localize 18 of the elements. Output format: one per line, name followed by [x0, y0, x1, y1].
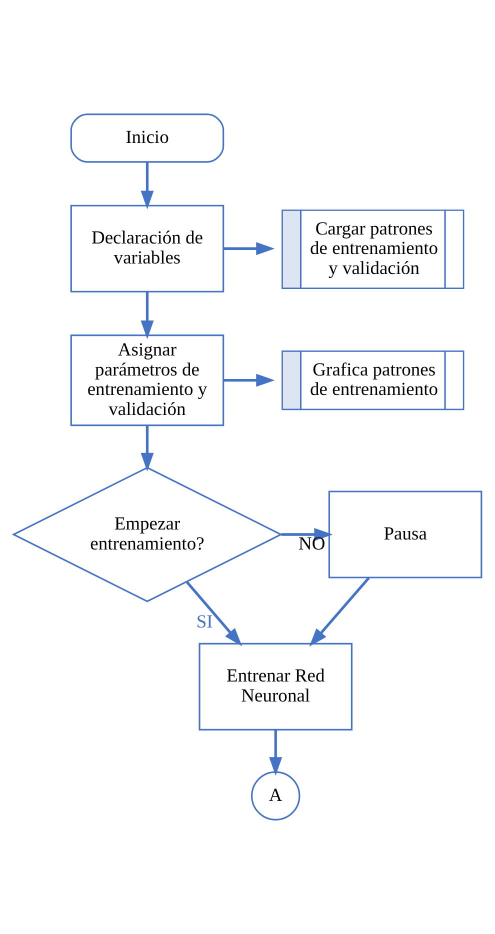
- arrow: [186, 581, 242, 646]
- arrow: [281, 528, 333, 541]
- arrow: [269, 730, 282, 776]
- edge-label: SI: [196, 611, 213, 632]
- arrow: [309, 577, 370, 647]
- node-diamond: Empezar entrenamiento?: [12, 466, 283, 602]
- node-box: Pausa: [328, 490, 482, 578]
- node-circle: A: [251, 771, 300, 820]
- node-box: Declaración de variables: [70, 204, 224, 292]
- node-box: Inicio: [70, 114, 224, 163]
- arrow: [224, 374, 275, 387]
- node-box: Asignar parámetros de entrenamiento y validación: [70, 334, 224, 426]
- arrow: [140, 292, 154, 340]
- edge-label: NO: [298, 533, 326, 554]
- arrow: [140, 162, 154, 210]
- arrow: [140, 425, 154, 472]
- node-box: Entrenar Red Neuronal: [198, 642, 353, 730]
- arrow: [224, 242, 275, 256]
